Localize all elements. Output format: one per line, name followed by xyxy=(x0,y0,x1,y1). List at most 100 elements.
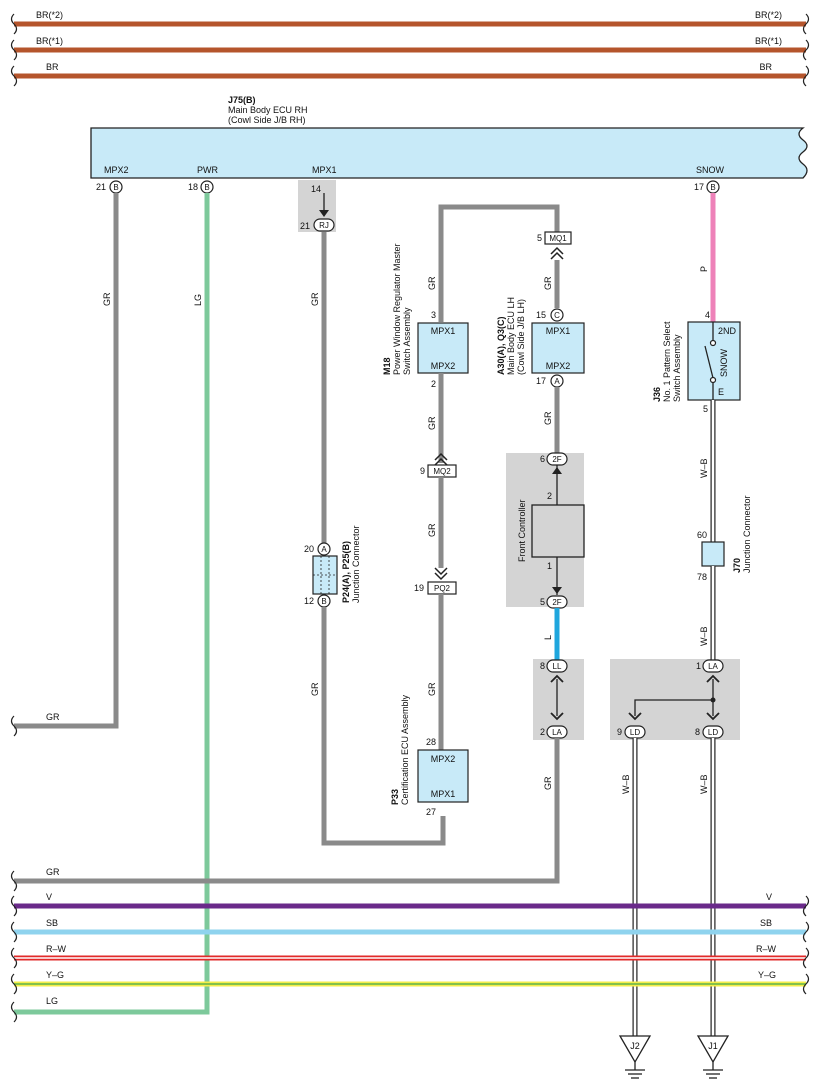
wire-label: GR xyxy=(543,776,553,790)
chevron-down-icon xyxy=(434,567,448,581)
svg-text:Certification ECU Assembly: Certification ECU Assembly xyxy=(400,694,410,805)
wire-label: GR xyxy=(543,411,553,425)
arrow-up-icon xyxy=(552,467,562,474)
svg-text:B: B xyxy=(204,183,209,192)
wire-label: GR xyxy=(46,712,60,722)
svg-text:(Cowl Side J/B LH): (Cowl Side J/B LH) xyxy=(516,299,526,375)
component-name: Main Body ECU RH xyxy=(228,105,308,115)
svg-text:V: V xyxy=(46,892,52,902)
pin-number: 21 xyxy=(96,182,106,192)
component-code: J75(B) xyxy=(228,95,256,105)
connector-mq1 xyxy=(544,231,572,245)
bottom-bus-gr: GR xyxy=(10,867,60,892)
connector-ll xyxy=(546,659,568,673)
svg-text:LG: LG xyxy=(46,996,58,1006)
chevron-up-icon xyxy=(706,674,720,683)
svg-text:MPX2: MPX2 xyxy=(431,754,456,764)
wire-gr-mpx2 xyxy=(14,193,119,729)
bottom-bus-yg: Y–G Y–G xyxy=(10,970,810,995)
svg-text:1: 1 xyxy=(547,561,552,571)
svg-text:2: 2 xyxy=(431,379,436,389)
pin-name-snow: SNOW xyxy=(696,165,725,175)
wire-label: GR xyxy=(102,292,112,306)
svg-text:MPX1: MPX1 xyxy=(431,326,456,336)
pin-number: 9 xyxy=(617,727,622,737)
svg-text:A30(A), Q3(C): A30(A), Q3(C) xyxy=(496,316,506,375)
svg-text:Junction Connector: Junction Connector xyxy=(742,495,752,573)
svg-text:Y–G: Y–G xyxy=(46,970,64,980)
bottom-bus-sb: SB SB xyxy=(10,918,810,943)
top-bus-br2: BR(*2) BR(*2) xyxy=(10,10,810,35)
svg-text:RJ: RJ xyxy=(319,221,329,230)
svg-text:R–W: R–W xyxy=(46,944,67,954)
arrow-down-icon xyxy=(552,587,562,594)
svg-text:LA: LA xyxy=(552,728,562,737)
ground-j2: J2 xyxy=(618,1035,652,1079)
svg-text:LA: LA xyxy=(708,662,718,671)
svg-text:2: 2 xyxy=(547,491,552,501)
p24-p25-junction-connector: 20 A 12 B P24(A), P25(B) Junction Connec… xyxy=(304,525,361,608)
svg-text:28: 28 xyxy=(426,737,436,747)
bus-label-left: BR(*1) xyxy=(36,36,63,46)
svg-text:MPX1: MPX1 xyxy=(431,789,456,799)
pin-number: 17 xyxy=(694,182,704,192)
svg-text:MPX1: MPX1 xyxy=(546,326,571,336)
bottom-bus-lg: LG xyxy=(10,996,58,1023)
svg-text:GR: GR xyxy=(46,867,60,877)
ground-icon xyxy=(618,1035,652,1064)
bus-label-left: BR(*2) xyxy=(36,10,63,20)
pin-number: 8 xyxy=(695,727,700,737)
wire-label: W–B xyxy=(621,774,631,794)
svg-text:MQ1: MQ1 xyxy=(549,234,567,243)
chevron-up-icon xyxy=(550,674,564,683)
svg-text:3: 3 xyxy=(431,310,436,320)
svg-text:5: 5 xyxy=(703,404,708,414)
bus-label-left: BR xyxy=(46,62,59,72)
wire-label: W–B xyxy=(699,458,709,478)
svg-text:MQ2: MQ2 xyxy=(433,467,451,476)
svg-text:C: C xyxy=(554,311,560,320)
chevron-down-icon xyxy=(628,712,642,721)
wire-label: P xyxy=(699,266,709,272)
svg-text:M18: M18 xyxy=(382,357,392,375)
wire-label: GR xyxy=(427,276,437,290)
chevron-up-icon xyxy=(434,452,448,466)
front-controller-label: Front Controller xyxy=(517,499,527,562)
j70-junction-connector: 60 78 J70 Junction Connector xyxy=(697,495,752,582)
bus-label-right: BR(*2) xyxy=(755,10,782,20)
svg-text:LD: LD xyxy=(708,728,718,737)
bus-label-right: BR(*1) xyxy=(755,36,782,46)
svg-text:2F: 2F xyxy=(552,455,561,464)
svg-text:4: 4 xyxy=(705,310,710,320)
svg-text:60: 60 xyxy=(697,530,707,540)
wire-label: W–B xyxy=(699,626,709,646)
chevron-down-icon xyxy=(706,712,720,721)
svg-text:R–W: R–W xyxy=(756,944,777,954)
wire-label: LG xyxy=(193,294,203,306)
pin-number: 15 xyxy=(536,310,546,320)
svg-text:12: 12 xyxy=(304,596,314,606)
wire-label: GR xyxy=(543,276,553,290)
svg-text:A: A xyxy=(554,377,560,386)
bottom-bus-v: V V xyxy=(10,892,810,917)
pin-number: 18 xyxy=(188,182,198,192)
component-sub: (Cowl Side J/B RH) xyxy=(228,115,306,125)
front-controller-box xyxy=(531,504,585,558)
wire-label: GR xyxy=(310,682,320,696)
pin-number: 21 xyxy=(300,221,310,231)
svg-text:SB: SB xyxy=(760,918,772,928)
svg-text:E: E xyxy=(718,387,724,397)
connector-la-right xyxy=(702,659,724,673)
bus-label-right: BR xyxy=(759,62,772,72)
svg-text:LD: LD xyxy=(630,728,640,737)
j36-pattern-select-switch: 4 2ND SNOW E J36 No. 1 Pattern Select Sw… xyxy=(652,310,741,414)
pin-name-mpx2: MPX2 xyxy=(104,165,129,175)
top-bus-br: BR BR xyxy=(10,62,810,87)
wire-gr-m18-a30-loop xyxy=(438,204,560,322)
svg-text:Main Body ECU LH: Main Body ECU LH xyxy=(506,297,516,375)
pin-name-pwr: PWR xyxy=(197,165,218,175)
svg-text:MPX2: MPX2 xyxy=(431,361,456,371)
j75-main-body-ecu-rh: J75(B) Main Body ECU RH (Cowl Side J/B R… xyxy=(90,95,808,179)
pin-number: 5 xyxy=(537,233,542,243)
pin-number: 1 xyxy=(696,661,701,671)
